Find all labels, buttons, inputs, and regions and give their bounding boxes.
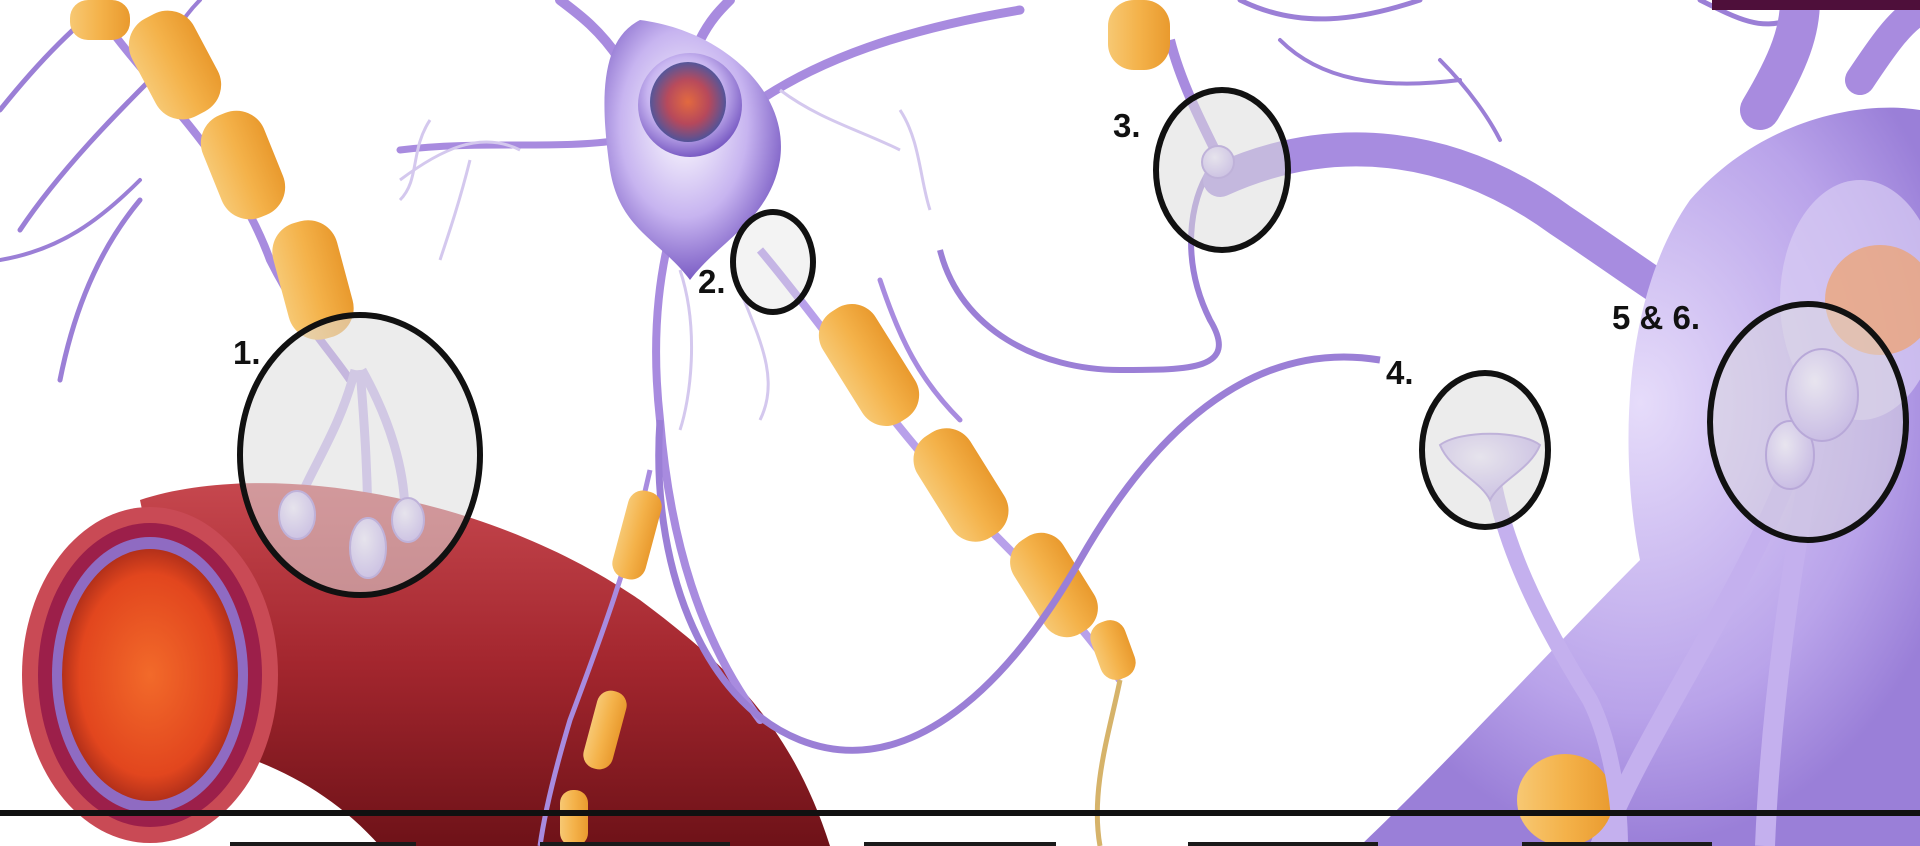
highlight-circle-5-6 xyxy=(1710,304,1906,540)
answer-box-1 xyxy=(230,842,416,846)
label-site-1: 1. xyxy=(233,336,261,369)
accent-bar xyxy=(1712,0,1920,10)
label-site-3: 3. xyxy=(1113,109,1141,142)
answer-box-3 xyxy=(864,842,1056,846)
myelin-sheath-icon xyxy=(808,293,1140,684)
axon-top-right xyxy=(940,0,1680,370)
baseline-rule xyxy=(0,810,1920,816)
highlight-circle-4 xyxy=(1422,373,1548,527)
highlight-circle-2 xyxy=(733,212,813,312)
answer-box-4 xyxy=(1188,842,1378,846)
label-site-4: 4. xyxy=(1386,356,1414,389)
answer-box-5 xyxy=(1522,842,1712,846)
label-site-2: 2. xyxy=(698,265,726,298)
answer-box-2 xyxy=(540,842,730,846)
myelin-sheath-icon xyxy=(70,0,360,346)
highlight-circle-1 xyxy=(240,315,480,595)
label-site-5-6: 5 & 6. xyxy=(1612,301,1700,334)
highlight-circle-3 xyxy=(1156,90,1288,250)
